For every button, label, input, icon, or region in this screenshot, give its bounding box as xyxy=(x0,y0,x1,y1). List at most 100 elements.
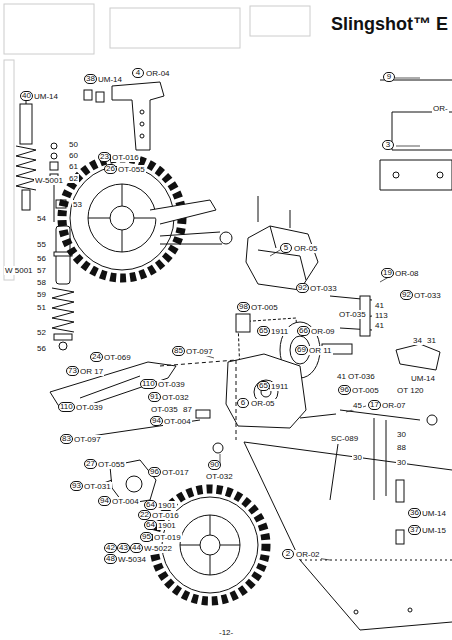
callout-number: 36 xyxy=(408,508,421,518)
part-number: 34 xyxy=(412,336,423,345)
part-number: OT-016 xyxy=(111,153,140,162)
part-number: OT-016 xyxy=(151,511,180,520)
part-number: 31 xyxy=(426,336,437,345)
callout-number: 65 xyxy=(257,326,270,336)
callout-number: 24 xyxy=(90,352,103,362)
part-number: OR-04 xyxy=(145,69,171,78)
callout-number: 110 xyxy=(140,379,157,389)
part-number: OT-055 xyxy=(117,165,146,174)
callout-number: 93 xyxy=(70,481,83,491)
callout-number: 94 xyxy=(150,416,163,426)
part-number: OR 11 xyxy=(308,346,333,355)
part-number: OT-097 xyxy=(73,435,102,444)
part-number: 60 xyxy=(68,151,79,160)
callout-number: 5 xyxy=(280,243,292,253)
part-number: 1901 xyxy=(157,521,177,530)
part-number: 41 xyxy=(374,321,385,330)
part-number: UM-14 xyxy=(421,509,447,518)
callout-number: 85 xyxy=(172,346,185,356)
part-number: UM-14 xyxy=(33,92,59,101)
part-number: SC-089 xyxy=(330,434,359,443)
part-number: -12- xyxy=(218,628,234,637)
callout-number: 27 xyxy=(84,459,97,469)
part-number: OT-033 xyxy=(309,284,338,293)
gearbox-lower xyxy=(226,354,306,428)
part-number: OR-02 xyxy=(295,550,321,559)
part-number: OT-039 xyxy=(75,403,104,412)
page-title: Slingshot™ E xyxy=(331,14,448,34)
callout-number: 96 xyxy=(338,385,351,395)
a-arm xyxy=(50,360,236,453)
leader-lines xyxy=(194,78,420,560)
callout-number: 69 xyxy=(295,345,308,355)
part-number: OT-039 xyxy=(157,380,186,389)
part-number: OT-036 xyxy=(347,372,376,381)
callout-number: 17 xyxy=(368,400,381,410)
callout-number: 42 xyxy=(104,543,117,553)
callout-number: 4 xyxy=(132,68,144,78)
part-number: OR-05 xyxy=(250,399,276,408)
part-number: 53 xyxy=(72,200,83,209)
part-number: OT-035 xyxy=(150,405,179,414)
gearbox-upper xyxy=(246,196,318,290)
part-number: 87 xyxy=(182,405,193,414)
part-number: UM-14 xyxy=(410,374,436,383)
callout-number: 48 xyxy=(104,554,117,564)
callout-number: 65 xyxy=(257,381,270,391)
part-number: OT-032 xyxy=(161,393,190,402)
callout-number: 64 xyxy=(144,500,157,510)
part-number: W-5001 xyxy=(34,176,64,185)
chassis-plate xyxy=(244,442,452,630)
part-number: W-5022 xyxy=(143,544,173,553)
part-number: OT-019 xyxy=(153,533,182,542)
part-number: OT-031 xyxy=(83,482,112,491)
part-number: 56 xyxy=(36,254,47,263)
callout-number: 37 xyxy=(408,525,421,535)
callout-number: 64 xyxy=(144,520,157,530)
part-number: OT-004 xyxy=(163,417,192,426)
part-number: OT-097 xyxy=(185,347,214,356)
callout-number: 38 xyxy=(84,74,97,84)
part-number: 56 xyxy=(36,344,47,353)
callout-number: 22 xyxy=(138,510,151,520)
part-number: 59 xyxy=(36,290,47,299)
rear-tire-upper xyxy=(62,158,232,278)
callout-number: 40 xyxy=(20,91,33,101)
part-number: 62 xyxy=(68,174,79,183)
callout-number: 92 xyxy=(296,283,309,293)
part-number: 57 xyxy=(36,266,47,275)
part-number: OT-005 xyxy=(351,386,380,395)
part-number: OR-05 xyxy=(293,244,319,253)
part-number: 1901 xyxy=(157,501,177,510)
callout-number: 83 xyxy=(60,434,73,444)
part-number: OT-032 xyxy=(205,472,234,481)
callout-number: 6 xyxy=(237,398,249,408)
part-number: OT-069 xyxy=(103,353,132,362)
part-number: W 5001 xyxy=(4,266,34,275)
callout-number: 91 xyxy=(148,392,161,402)
part-number: 30 xyxy=(352,453,363,462)
part-number: OR 17 xyxy=(79,367,104,376)
part-number: OT-005 xyxy=(250,303,279,312)
callout-number: 73 xyxy=(66,366,79,376)
part-number: 50 xyxy=(68,140,79,149)
callout-number: 92 xyxy=(400,290,413,300)
callout-number: 3 xyxy=(382,140,394,150)
callout-number: 9 xyxy=(383,72,395,82)
part-number: OT-033 xyxy=(413,291,442,300)
part-number: OR- xyxy=(432,104,449,113)
part-number: 61 xyxy=(68,162,79,171)
part-number: OT 120 xyxy=(396,386,425,395)
callout-number: 94 xyxy=(98,496,111,506)
part-number: 88 xyxy=(396,443,407,452)
part-number: 30 xyxy=(396,430,407,439)
part-number: 1911 xyxy=(270,327,289,336)
part-number: OT-004 xyxy=(111,497,140,506)
part-number: UM-14 xyxy=(97,75,123,84)
callout-number: 19 xyxy=(381,268,394,278)
part-number: OT-035 xyxy=(338,310,367,319)
part-number: OR-09 xyxy=(310,327,336,336)
callout-number: 23 xyxy=(98,152,111,162)
